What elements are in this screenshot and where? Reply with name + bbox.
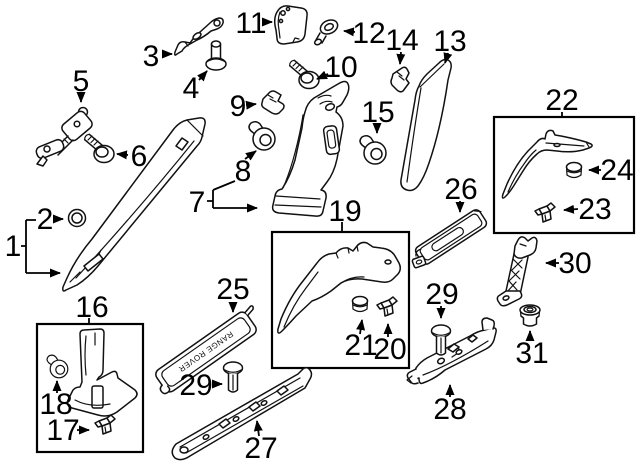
part-21-grommet <box>351 295 369 313</box>
part-5-guide-assembly <box>35 106 93 167</box>
callout-label-11: 11 <box>235 7 266 40</box>
part-26-sill-plate-rear <box>411 209 488 269</box>
callout-label-3: 3 <box>143 40 160 73</box>
callout-label-28: 28 <box>433 393 466 426</box>
part-29-bolt-left <box>222 361 244 393</box>
callout-label-16: 16 <box>75 291 108 324</box>
part-13-upper-pillar-trim <box>400 58 452 192</box>
part-18-retainer <box>46 354 69 379</box>
part-16-cowl-side-trim <box>66 328 138 417</box>
part-8-retainer <box>248 120 276 151</box>
part-22-c-pillar-trim <box>501 129 593 199</box>
callout-leaders <box>21 17 601 437</box>
callout-label-21: 21 <box>344 329 377 362</box>
part-19-quarter-trim-panel <box>277 241 402 334</box>
part-17-clip <box>94 414 116 435</box>
callout-label-19: 19 <box>328 195 361 228</box>
part-6-bolt <box>83 133 115 164</box>
callout-label-31: 31 <box>515 337 548 370</box>
part-31-grommet-nut <box>519 304 541 327</box>
part-28-sill-support-short <box>406 317 497 385</box>
callout-label-6: 6 <box>131 140 148 173</box>
part-10-bolt <box>288 59 320 90</box>
part-14-clip <box>390 66 410 93</box>
callout-label-5: 5 <box>73 65 90 98</box>
group-box-16 <box>35 322 145 454</box>
part-9-clip <box>261 90 285 115</box>
part-15-retainer <box>359 134 387 165</box>
part-1-a-pillar-trim <box>62 117 206 292</box>
callout-label-29-right: 29 <box>425 278 458 311</box>
part-12-rivet <box>313 19 339 46</box>
callout-label-8: 8 <box>235 155 252 188</box>
part-30-bracket <box>496 236 538 307</box>
part-7-lower-pillar-trim <box>271 80 350 217</box>
callout-label-27: 27 <box>244 432 277 465</box>
callout-label-13: 13 <box>433 25 466 58</box>
callout-label-15: 15 <box>361 96 394 129</box>
part-11-reinforcement-panel <box>273 5 308 45</box>
group-box-22 <box>492 115 636 235</box>
callout-label-25: 25 <box>216 273 249 306</box>
callout-label-10: 10 <box>324 51 357 84</box>
callout-label-12: 12 <box>352 17 385 50</box>
callout-label-14: 14 <box>385 24 418 57</box>
callout-label-17: 17 <box>46 414 79 447</box>
callout-label-26: 26 <box>444 173 477 206</box>
part-24-grommet <box>565 161 583 179</box>
callout-label-9: 9 <box>230 90 247 123</box>
part-23-clip <box>534 202 556 223</box>
callout-label-29-left: 29 <box>179 369 212 402</box>
callout-label-22: 22 <box>545 84 578 117</box>
part-3-bracket <box>174 17 224 56</box>
group-box-19 <box>270 230 411 370</box>
callout-label-7: 7 <box>189 186 206 219</box>
callout-labels: 1 2 3 4 5 6 7 8 9 10 11 12 13 14 15 16 1… <box>5 7 634 465</box>
callout-label-20: 20 <box>373 333 406 366</box>
callout-label-30: 30 <box>558 247 591 280</box>
callout-label-2: 2 <box>37 203 54 236</box>
part-27-sill-support <box>171 366 313 461</box>
callout-label-1: 1 <box>5 230 22 263</box>
part-20-clip <box>376 296 398 317</box>
part-4-screw <box>205 40 227 71</box>
callout-label-18: 18 <box>39 388 72 421</box>
callout-label-24: 24 <box>600 154 633 187</box>
callout-label-4: 4 <box>183 72 200 105</box>
part-2-grommet <box>67 208 87 228</box>
callout-label-23: 23 <box>578 193 611 226</box>
